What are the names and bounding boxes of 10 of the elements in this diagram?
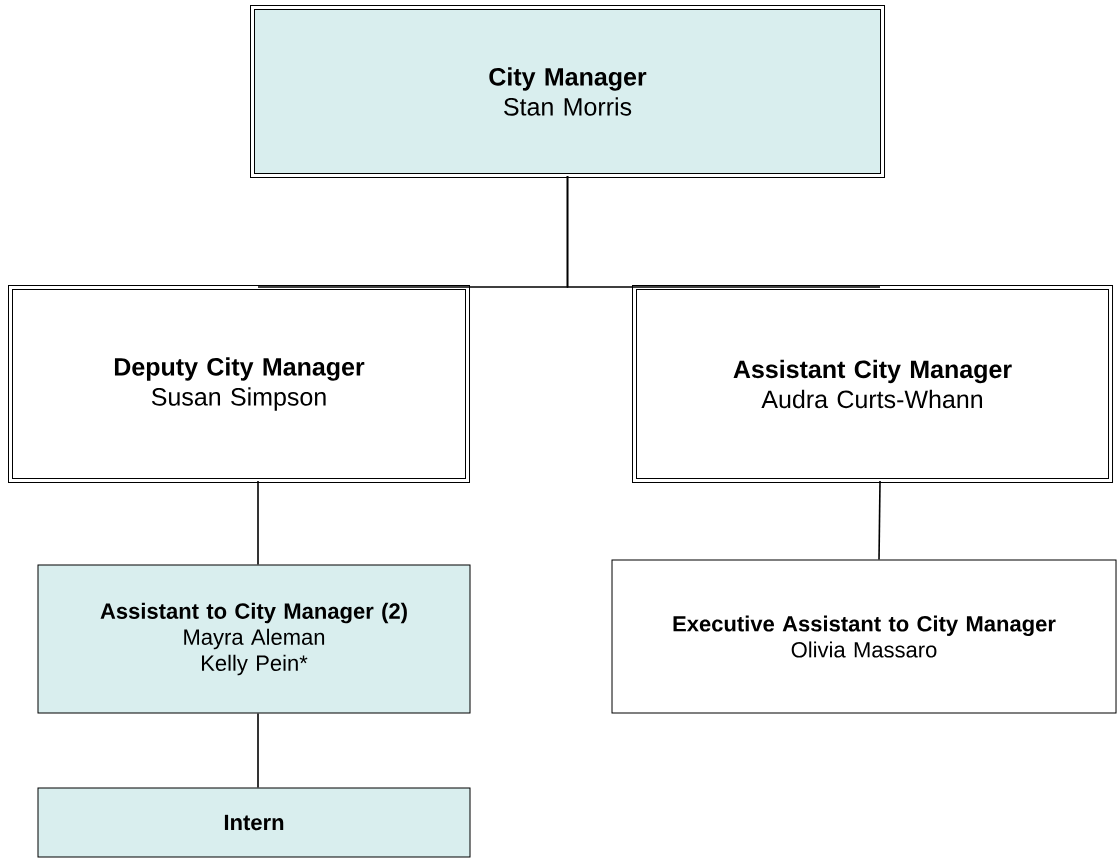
connector-line [878, 480, 881, 561]
org-box: Assistant City Manager Audra Curts-Whann [632, 285, 1113, 483]
connector-line [566, 175, 881, 288]
org-box: City Manager Stan Morris [250, 5, 885, 178]
connector-line [257, 480, 259, 566]
org-box: Assistant to City Manager (2) Mayra Aleman Kelly Pein* [37, 564, 471, 714]
org-box: Deputy City Manager Susan Simpson [8, 285, 470, 483]
connector-line [257, 712, 259, 789]
org-box: Executive Assistant to City Manager Olivia Massaro [611, 559, 1117, 714]
org-box: Intern [37, 787, 471, 858]
